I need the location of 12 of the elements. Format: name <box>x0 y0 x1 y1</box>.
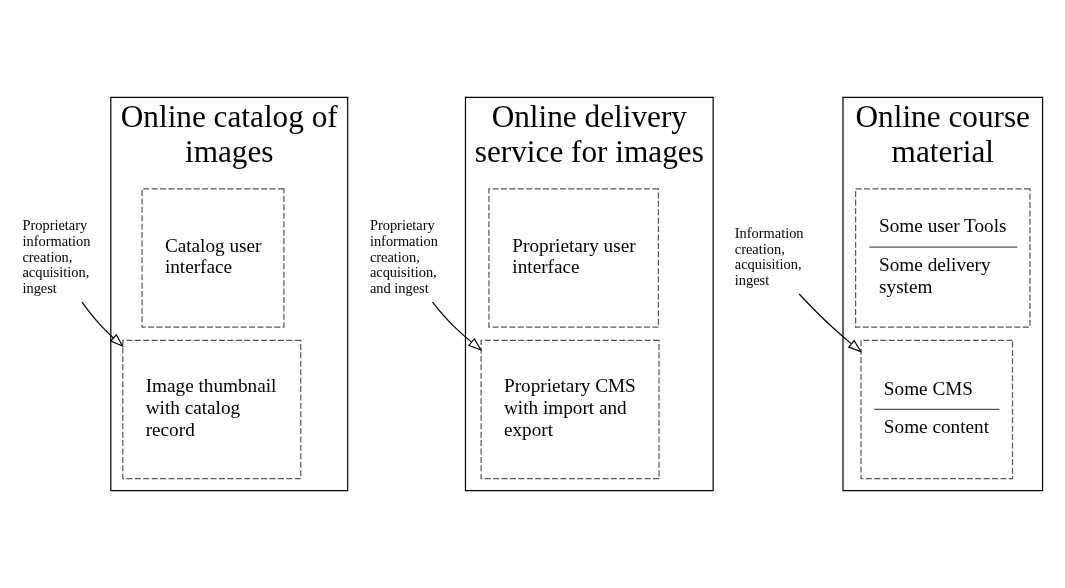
arrow <box>81 301 124 348</box>
node-box: Some CMS Some content <box>860 339 1014 480</box>
node-box: Proprietary CMS with import and export <box>480 339 660 480</box>
node-text: Proprietary information creation, acquisition, and ingest <box>369 217 438 296</box>
node-text: Information creation, acquisition, ingest <box>734 225 804 289</box>
arrow <box>431 301 483 351</box>
node-box: Some user Tools Some delivery system <box>855 188 1031 328</box>
node-text: Proprietary information creation, acquisition, ingest <box>22 217 91 296</box>
node-box: Proprietary user interface <box>488 188 660 328</box>
node-box: Catalog user interface <box>141 188 285 328</box>
arrow <box>798 293 863 353</box>
node-box: Image thumbnail with catalog record <box>122 339 302 480</box>
